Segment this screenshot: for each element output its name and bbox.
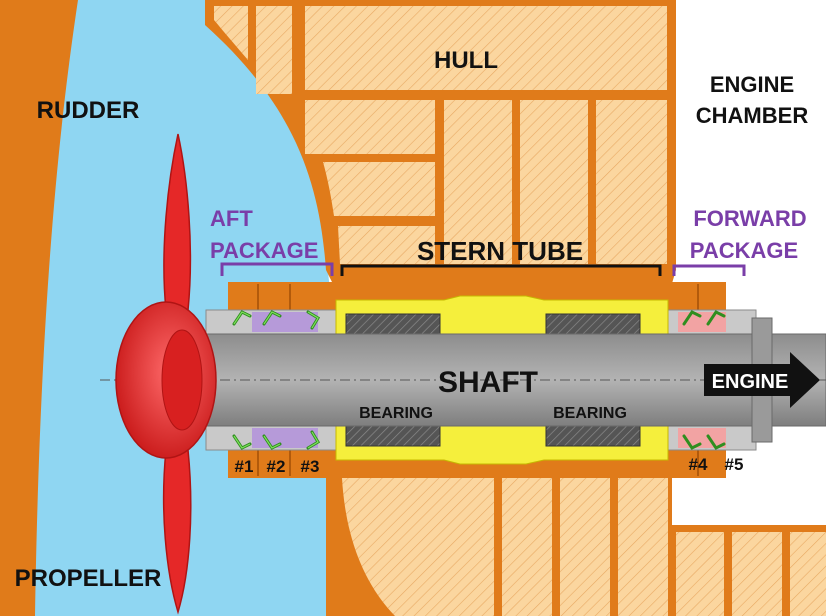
seal-2-label: #2 — [267, 457, 286, 476]
hull-label: HULL — [434, 47, 498, 74]
rudder-label: RUDDER — [37, 97, 140, 124]
forward-package-label-line2: PACKAGE — [690, 238, 798, 263]
aft-package-bracket — [220, 262, 334, 276]
propeller-blade-bottom — [162, 449, 192, 615]
bearing-forward-top — [545, 313, 641, 335]
seal-3-label: #3 — [301, 457, 320, 476]
seal-lips-fill — [233, 311, 319, 449]
seal-1-label: #1 — [235, 457, 254, 476]
rudder-shape — [0, 0, 78, 616]
propeller-hub-face — [161, 329, 203, 431]
seal-5-label: #5 — [725, 455, 744, 474]
propeller-label: PROPELLER — [15, 565, 162, 592]
bearing-label-aft: BEARING — [359, 405, 433, 422]
hull-upper-panels — [214, 6, 667, 264]
hull-lower-panels — [342, 478, 826, 616]
stern-tube-bracket — [340, 264, 662, 276]
forward-package-label-line1: FORWARD — [693, 206, 806, 231]
seal-4-label: #4 — [689, 455, 708, 474]
propeller-blade-top — [163, 133, 192, 311]
bearing-label-forward: BEARING — [553, 405, 627, 422]
bearing-forward-bottom — [545, 425, 641, 447]
aft-package-label-line2: PACKAGE — [210, 238, 318, 263]
engine-arrow — [704, 352, 820, 408]
forward-package-bracket — [672, 264, 746, 276]
bearing-aft-bottom — [345, 425, 441, 447]
bearing-aft-top — [345, 313, 441, 335]
engine-chamber-label-line1: ENGINE — [710, 72, 794, 97]
engine-chamber-label-line2: CHAMBER — [696, 103, 809, 128]
propeller — [115, 133, 217, 615]
stern-tube-label: STERN TUBE — [417, 236, 583, 266]
shaft-label: SHAFT — [438, 366, 538, 399]
engine-label: ENGINE — [712, 371, 789, 393]
aft-package-label-line1: AFT — [210, 206, 253, 231]
aft-seal-package — [205, 282, 337, 478]
